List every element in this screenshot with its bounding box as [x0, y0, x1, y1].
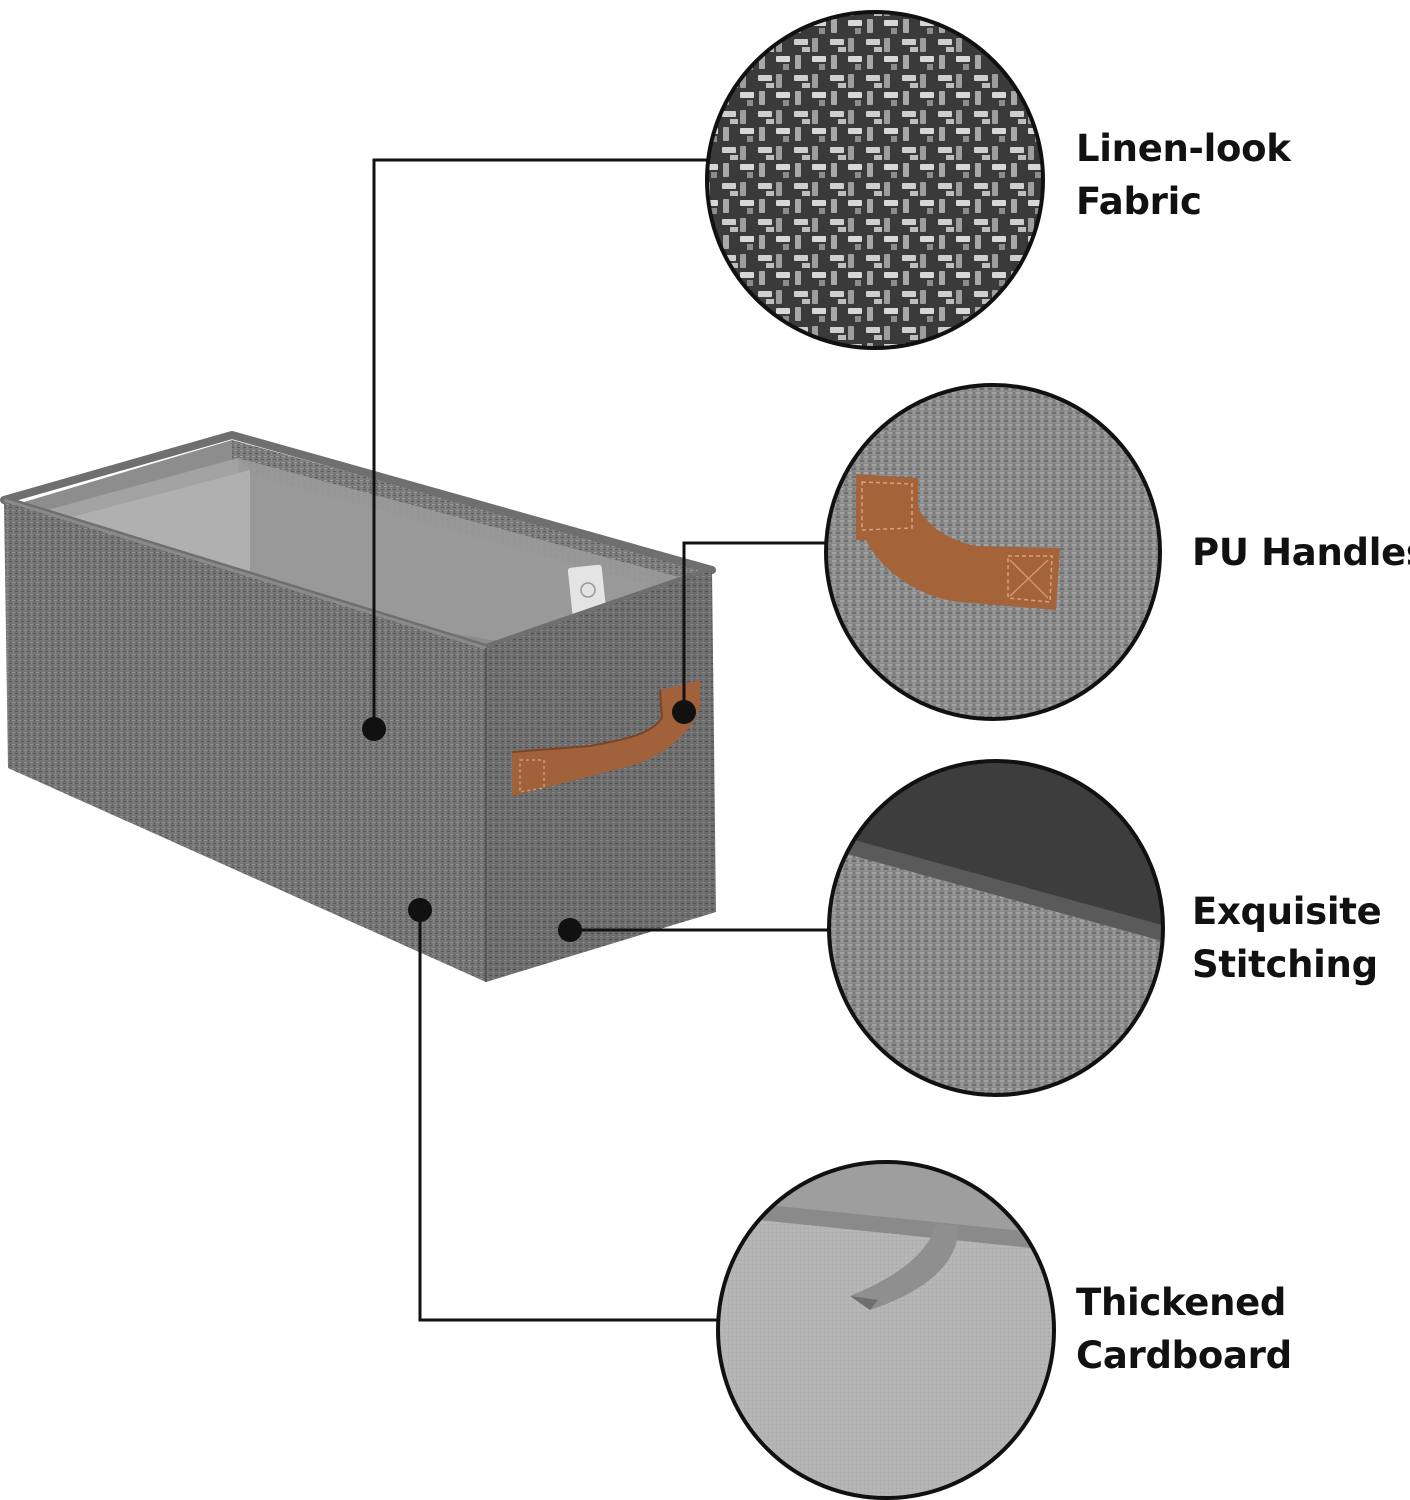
feature-label-cardboard: Thickened Cardboard	[1076, 1276, 1292, 1382]
fabric-texture-closeup	[705, 10, 1045, 350]
feature-label-stitching: Exquisite Stitching	[1192, 885, 1382, 991]
feature-label-line: Exquisite	[1192, 890, 1382, 933]
callout-dot-cardboard	[408, 898, 432, 922]
callout-dot-handles	[672, 700, 696, 724]
callout-dot-stitching	[558, 918, 582, 942]
feature-label-line: Cardboard	[1076, 1334, 1292, 1377]
callout-dot-fabric	[362, 717, 386, 741]
stitching-closeup	[827, 759, 1165, 1097]
feature-label-line: Stitching	[1192, 943, 1378, 986]
feature-label-fabric: Linen-look Fabric	[1076, 122, 1291, 228]
cardboard-closeup	[716, 1160, 1056, 1500]
handle-closeup	[824, 383, 1162, 721]
feature-label-line: Linen-look	[1076, 127, 1291, 170]
feature-label-line: Fabric	[1076, 180, 1202, 223]
feature-label-handles: PU Handles	[1192, 526, 1410, 579]
feature-label-line: Thickened	[1076, 1281, 1287, 1324]
callout-dots	[362, 700, 696, 942]
callout-lines	[372, 158, 830, 1322]
feature-label-line: PU Handles	[1192, 531, 1410, 574]
storage-bin-image	[0, 431, 716, 982]
